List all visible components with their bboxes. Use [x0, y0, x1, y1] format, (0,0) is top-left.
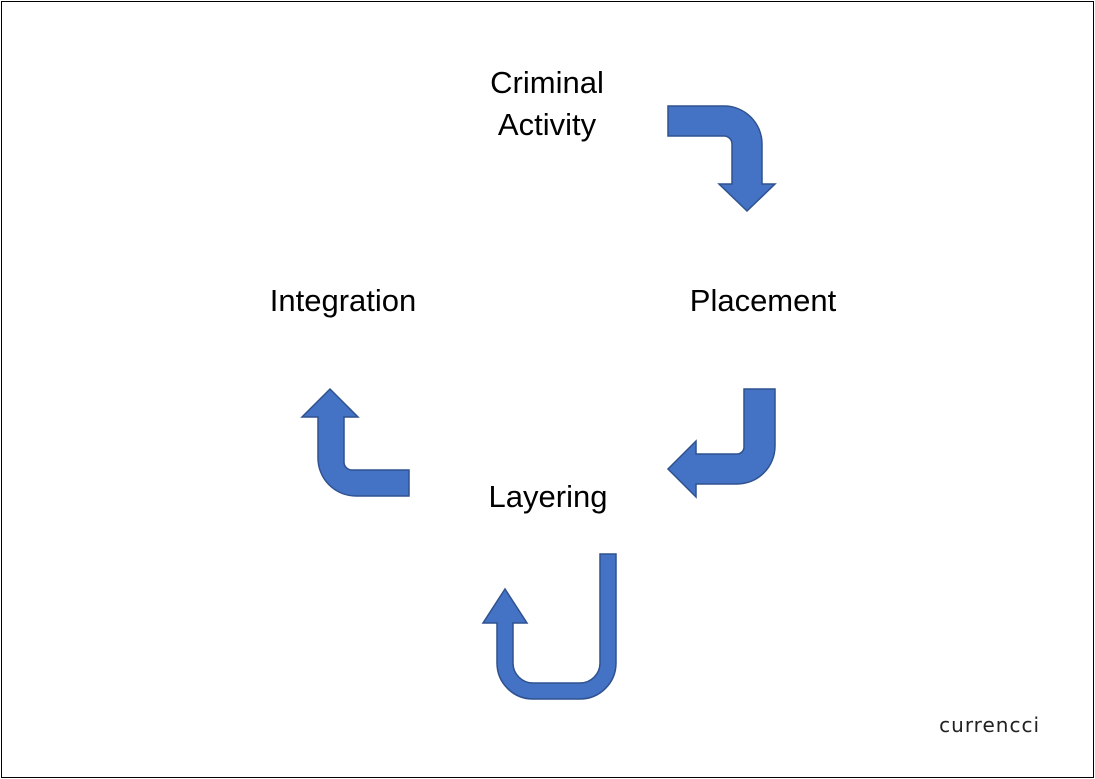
stage-placement: Placement: [689, 283, 837, 318]
arrow-placement-to-layering: [666, 388, 776, 499]
brand-logo-text: currencci: [939, 713, 1040, 737]
stage-criminal-activity: Criminal Activity: [447, 62, 647, 146]
stage-criminal-activity-line-2: Activity: [497, 107, 597, 142]
arrow-layering-loop: [481, 553, 617, 700]
stage-criminal-activity-line-1: Criminal: [490, 65, 604, 100]
arrow-criminal-to-placement: [667, 105, 777, 213]
stage-integration: Integration: [269, 283, 417, 318]
arrow-layering-to-integration: [300, 387, 410, 497]
stage-layering: Layering: [488, 479, 608, 514]
